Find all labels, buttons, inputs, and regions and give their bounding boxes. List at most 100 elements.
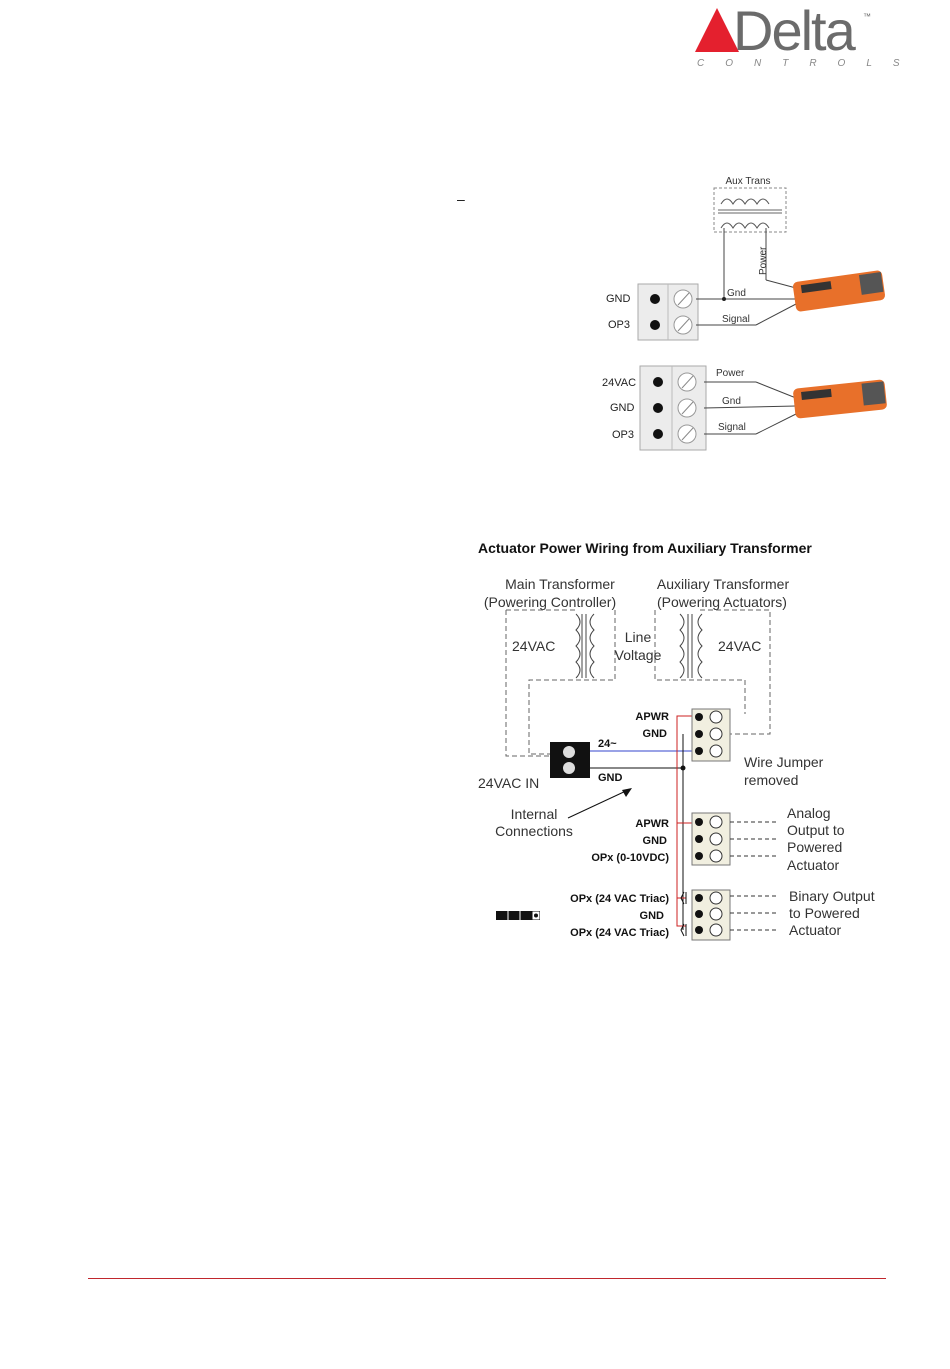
aux-transformer-schematic: Main Transformer (Powering Controller) A… — [470, 568, 900, 948]
main-coil-left-icon — [575, 613, 581, 679]
analog-out-label-2: Output to — [787, 822, 845, 838]
triac-symbol-2-icon — [680, 923, 687, 937]
mid-aux-screw-1 — [709, 815, 723, 829]
bot-aux-screw-2 — [709, 907, 723, 921]
bottom-screw-2-slot — [681, 401, 694, 415]
internal-sublabel: Connections — [495, 823, 573, 839]
main-coil-right-icon — [589, 613, 595, 679]
bot-aux-dot-3 — [695, 926, 703, 934]
bot-opx-label-2: OPx (24 VAC Triac) — [570, 927, 669, 939]
top-terminal-label-op3: OP3 — [608, 319, 630, 331]
mid-apwr-label: APWR — [635, 818, 669, 830]
top-gnd-junction — [722, 297, 726, 301]
bottom-power-label: Power — [716, 368, 745, 379]
top-aux-dot-2 — [695, 730, 703, 738]
analog-out-label-4: Actuator — [787, 857, 839, 873]
triac-symbol-1-icon — [680, 891, 687, 905]
bot-aux-dot-1 — [695, 894, 703, 902]
bottom-terminal-label-gnd: GND — [610, 402, 635, 414]
jumper-legend-icon — [496, 911, 540, 920]
top-terminal-dot-1 — [650, 294, 660, 304]
aux-transformer-label: Auxiliary Transformer — [657, 576, 790, 592]
binary-out-label-3: Actuator — [789, 922, 841, 938]
wire-jumper-label: Wire Jumper — [744, 754, 824, 770]
vac-in-screw-1 — [563, 746, 575, 758]
top-signal-label: Signal — [722, 314, 750, 325]
mid-opx-label: OPx (0-10VDC) — [591, 852, 669, 864]
delta-controls-logo: Delta ™ CONTROLS — [693, 0, 900, 76]
top-gnd-label: Gnd — [727, 288, 746, 299]
top-terminal-label-gnd: GND — [606, 293, 631, 305]
main-transformer-sublabel: (Powering Controller) — [484, 594, 616, 610]
aux-trans-coil-top — [720, 198, 770, 205]
bottom-terminal-dot-1 — [653, 377, 663, 387]
top-screw-1-slot — [677, 292, 690, 306]
bottom-terminal-label-24vac: 24VAC — [602, 377, 636, 389]
bottom-terminal-dot-3 — [653, 429, 663, 439]
mid-aux-screw-2 — [709, 832, 723, 846]
aux-coil-left-icon — [679, 613, 685, 679]
bottom-screw-3-slot — [681, 427, 694, 441]
aux-outer-dashed-frame — [700, 609, 771, 735]
footer-rule — [88, 1278, 886, 1279]
top-aux-screw-3 — [709, 744, 723, 758]
bottom-power-wire-2 — [755, 381, 797, 399]
logo-subtitle: CONTROLS — [697, 58, 921, 69]
top-aux-screw-2 — [709, 727, 723, 741]
mid-gnd-label: GND — [643, 835, 668, 847]
top-apwr-label: APWR — [635, 711, 669, 723]
bottom-gnd-label: Gnd — [722, 396, 741, 407]
line-voltage-label-1: Line — [625, 629, 652, 645]
bottom-terminal-label-op3: OP3 — [612, 429, 634, 441]
bot-aux-screw-1 — [709, 891, 723, 905]
line-voltage-label-2: Voltage — [615, 647, 662, 663]
aux-transformer-schematic-svg: Main Transformer (Powering Controller) A… — [478, 576, 875, 941]
actuator-wiring-svg: Aux Trans Power GND OP3 Gnd Signal — [602, 176, 887, 451]
aux-coil-right-icon — [697, 613, 703, 679]
top-aux-dot-3 — [695, 747, 703, 755]
aux-power-wire-2 — [765, 279, 797, 289]
analog-out-label-3: Powered — [787, 839, 842, 855]
aux-trans-coil-bottom — [720, 222, 770, 229]
logo-triangle-icon — [695, 8, 739, 52]
top-gnd-label: GND — [643, 728, 668, 740]
binary-out-label-2: to Powered — [789, 905, 860, 921]
internal-arrowhead-icon — [622, 788, 632, 797]
red-apwr-bus — [676, 715, 692, 927]
bottom-signal-label: Signal — [718, 422, 746, 433]
mid-aux-dot-3 — [695, 852, 703, 860]
bot-aux-screw-3 — [709, 923, 723, 937]
internal-label: Internal — [511, 806, 558, 822]
analog-out-label-1: Analog — [787, 805, 831, 821]
top-aux-dot-1 — [695, 713, 703, 721]
wire-jumper-sublabel: removed — [744, 772, 798, 788]
aux-transformer-sublabel: (Powering Actuators) — [657, 594, 787, 610]
connector-gnd-label: GND — [598, 772, 623, 784]
connector-24-label: 24~ — [598, 738, 617, 750]
left-24vac-label: 24VAC — [512, 638, 555, 654]
figure2-title: Actuator Power Wiring from Auxiliary Tra… — [478, 540, 812, 556]
bot-aux-dot-2 — [695, 910, 703, 918]
internal-arrow — [567, 789, 629, 819]
top-terminal-dot-2 — [650, 320, 660, 330]
bot-opx-label-1: OPx (24 VAC Triac) — [570, 893, 669, 905]
main-transformer-label: Main Transformer — [505, 576, 615, 592]
top-aux-screw-1 — [709, 710, 723, 724]
logo-trademark: ™ — [863, 12, 871, 21]
actuator-wiring-figure: Aux Trans Power GND OP3 Gnd Signal — [596, 170, 896, 460]
main-inner-dashed-frame — [528, 610, 616, 755]
top-signal-wire-2 — [755, 303, 797, 326]
mid-aux-screw-3 — [709, 849, 723, 863]
vac-in-screw-2 — [563, 762, 575, 774]
main-outer-dashed-frame — [505, 610, 550, 757]
bottom-screw-1-slot — [681, 375, 694, 389]
right-24vac-label: 24VAC — [718, 638, 761, 654]
stray-mark: – — [457, 191, 465, 207]
binary-out-label-1: Binary Output — [789, 888, 875, 904]
bottom-actuator-image — [793, 379, 887, 419]
aux-trans-label: Aux Trans — [725, 176, 770, 187]
mid-aux-dot-1 — [695, 818, 703, 826]
bottom-gnd-wire — [703, 405, 797, 409]
vac-in-label: 24VAC IN — [478, 775, 539, 791]
top-screw-2-slot — [677, 318, 690, 332]
